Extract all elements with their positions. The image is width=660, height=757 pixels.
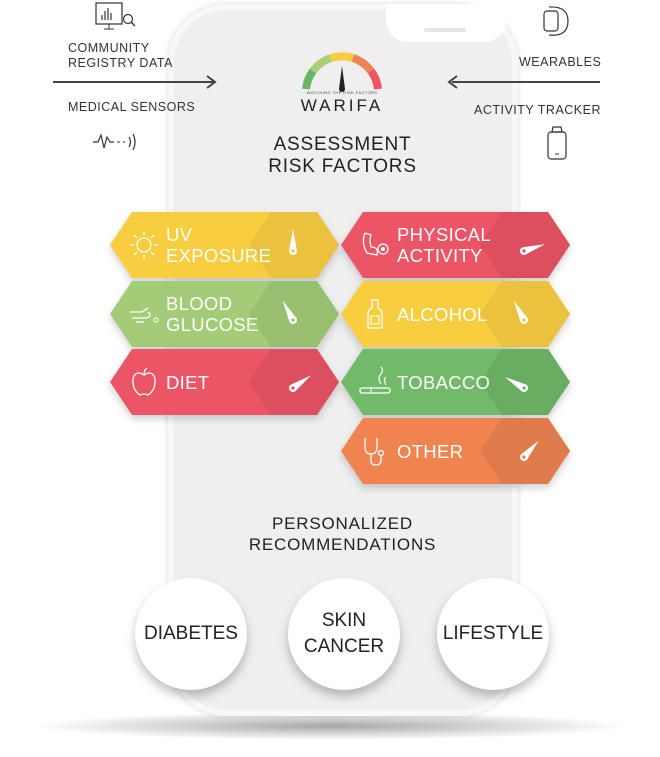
tile-dial <box>249 349 339 415</box>
gauge-needle-icon <box>513 300 528 324</box>
assessment-title: ASSESSMENT RISK FACTORS <box>268 134 417 177</box>
gauge-needle-icon <box>289 229 297 255</box>
phone-speaker <box>424 28 466 32</box>
tile-dial <box>480 418 570 484</box>
risk-factor-tile[interactable]: BLOOD GLUCOSE <box>110 281 339 347</box>
activity-tracker-icon <box>547 126 567 160</box>
bottle-icon <box>367 299 383 329</box>
risk-factor-label: UV EXPOSURE <box>166 224 272 266</box>
phone-shadow <box>30 712 630 740</box>
arrow-left-icon <box>447 75 458 89</box>
gauge-needle-icon <box>504 377 528 392</box>
risk-factor-tile[interactable]: ALCOHOL <box>341 281 570 347</box>
recommendation-diabetes: DIABETES <box>135 578 247 690</box>
community-registry-label: COMMUNITY REGISTRY DATA <box>68 41 173 70</box>
phone-notch <box>386 4 506 42</box>
risk-factor-label: OTHER <box>397 440 464 462</box>
recommendations-title: PERSONALIZED RECOMMENDATIONS <box>248 514 437 554</box>
risk-factor-label: TOBACCO <box>397 371 491 393</box>
risk-factor-label: DIET <box>166 371 210 393</box>
finger-prick-icon <box>130 307 159 323</box>
risk-factor-tile[interactable]: DIET <box>110 349 339 415</box>
smartwatch-icon <box>543 6 569 36</box>
logo-name: WARIFA <box>300 96 384 115</box>
logo-tagline: WATCHING THE RISK FACTORS <box>306 90 378 95</box>
risk-factor-tile[interactable]: UV EXPOSURE <box>110 212 339 278</box>
gauge-needle-icon <box>289 375 312 392</box>
medical-sensors-label: MEDICAL SENSORS <box>68 100 196 114</box>
stethoscope-icon <box>364 438 385 466</box>
sensor-signal-icon <box>93 133 136 151</box>
gauge-needle-icon <box>520 440 539 461</box>
risk-factor-tile[interactable]: PHYSICAL ACTIVITY <box>341 212 570 278</box>
gauge-needle-icon <box>520 244 544 255</box>
warifa-gauge-logo <box>302 52 382 92</box>
tile-dial <box>480 349 570 415</box>
risk-factor-label: PHYSICAL ACTIVITY <box>397 224 491 266</box>
risk-factor-label: BLOOD GLUCOSE <box>166 293 259 335</box>
tile-dial <box>249 281 339 347</box>
risk-factor-label: ALCOHOL <box>397 303 488 325</box>
risk-factor-tile[interactable]: OTHER <box>341 418 570 484</box>
activity-tracker-label: ACTIVITY TRACKER <box>474 103 602 117</box>
left-arrow <box>53 81 215 83</box>
risk-factor-tile[interactable]: TOBACCO <box>341 349 570 415</box>
right-arrow <box>452 81 600 83</box>
gauge-needle-icon <box>282 300 297 324</box>
recommendation-lifestyle: LIFESTYLE <box>437 578 549 690</box>
tile-dial <box>480 212 570 278</box>
sun-icon <box>130 231 158 259</box>
muscle-icon <box>362 232 389 256</box>
recommendation-skin-cancer: SKIN CANCER <box>288 578 400 690</box>
monitor-chart-icon <box>95 2 136 30</box>
apple-icon <box>132 367 156 396</box>
cigarette-icon <box>359 366 391 394</box>
tile-dial <box>480 281 570 347</box>
arrow-right-icon <box>206 75 217 89</box>
wearables-label: WEARABLES <box>519 55 602 69</box>
